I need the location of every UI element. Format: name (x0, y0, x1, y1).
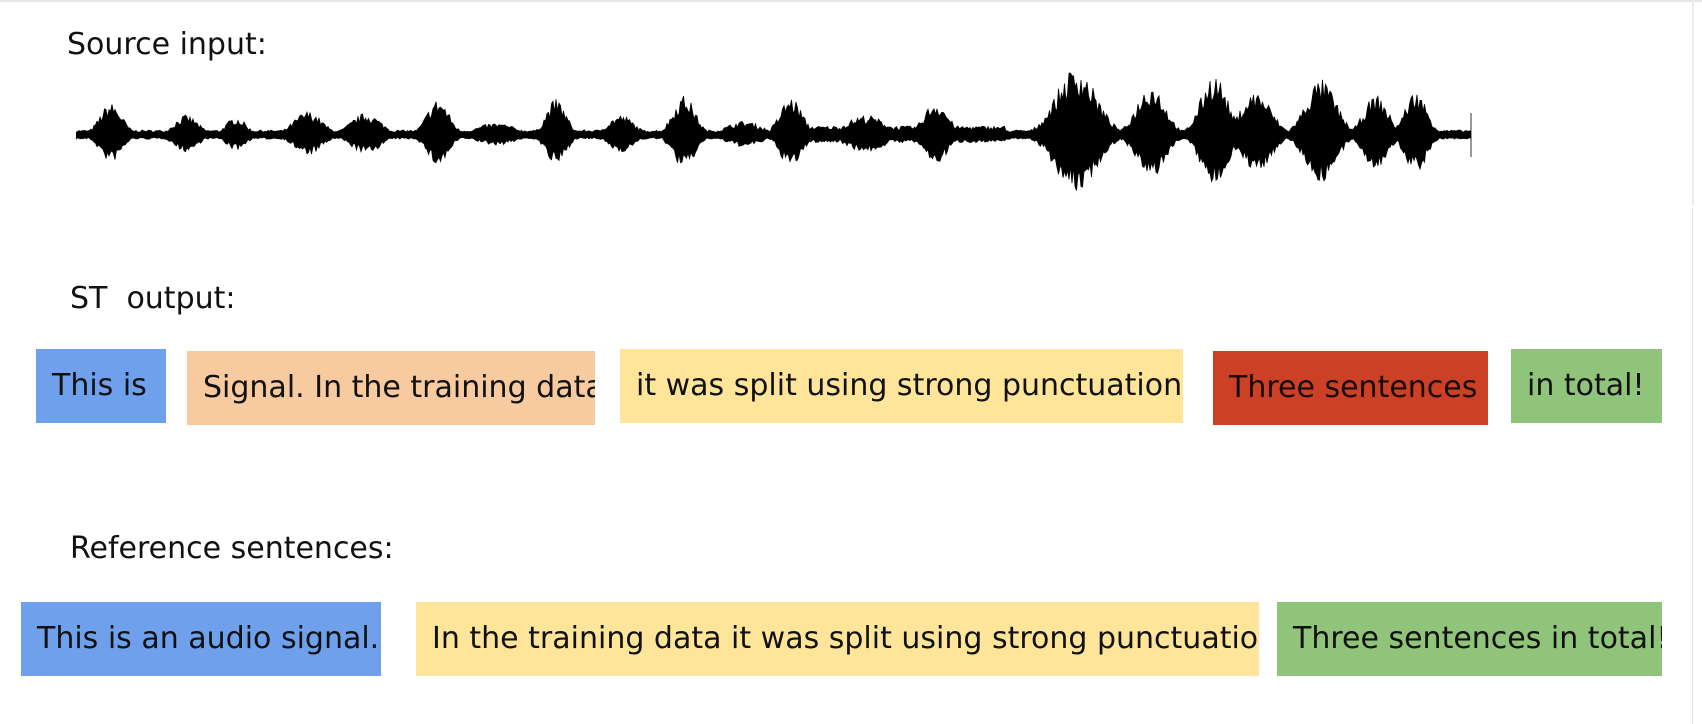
frame-right-border-lower (1692, 208, 1693, 724)
st-segment-5: in total! (1511, 349, 1662, 423)
reference-sentence-2: In the training data it was split using … (416, 602, 1259, 676)
st-segment-1: This is (36, 349, 166, 423)
audio-waveform (76, 72, 1472, 191)
st-segment-4: Three sentences (1213, 351, 1488, 425)
reference-sentences-label: Reference sentences: (70, 531, 394, 566)
source-input-label: Source input: (67, 27, 267, 62)
frame-right-border (1692, 0, 1694, 205)
st-segment-3: it was split using strong punctuation. (620, 349, 1183, 423)
st-segment-2: Signal. In the training data (187, 351, 595, 425)
reference-sentence-1: This is an audio signal. (21, 602, 381, 676)
frame-top-border (0, 0, 1702, 2)
st-output-label: ST output: (70, 281, 236, 316)
reference-sentence-3: Three sentences in total! (1277, 602, 1662, 676)
